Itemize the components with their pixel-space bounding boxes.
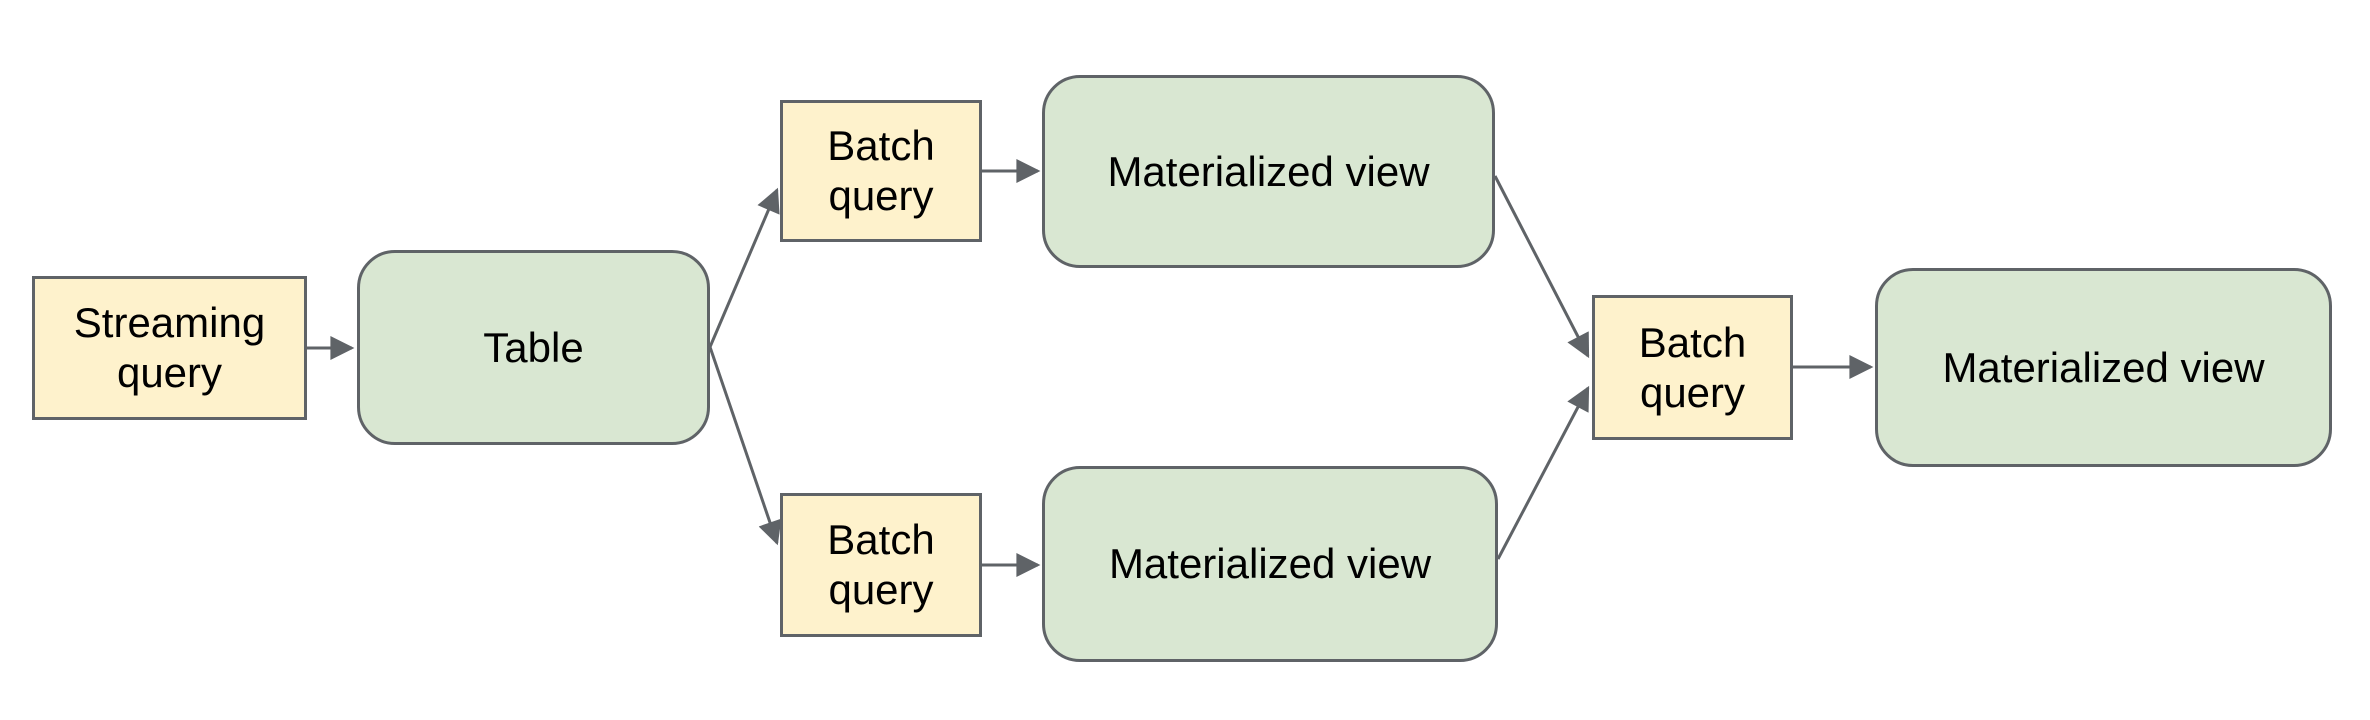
batch-query-bottom-label: Batch query (827, 516, 935, 613)
arrow-table-to-batch-query-top (708, 187, 780, 348)
arrow-table-to-batch-query-bottom (708, 346, 782, 546)
node-table: Table (357, 250, 710, 445)
node-batch-query-bottom: Batch query (780, 493, 982, 637)
node-batch-query-right: Batch query (1592, 295, 1793, 440)
node-materialized-view-right: Materialized view (1875, 268, 2332, 467)
batch-query-right-label: Batch query (1638, 318, 1747, 416)
materialized-view-bottom-label: Materialized view (1108, 540, 1432, 588)
arrow-materialized-view-top-to-batch-query-right (1493, 175, 1590, 359)
node-streaming-query: Streaming query (32, 276, 307, 420)
arrow-materialized-view-bottom-to-batch-query-right (1496, 385, 1590, 560)
streaming-query-label: Streaming query (73, 299, 266, 396)
node-batch-query-top: Batch query (780, 100, 982, 242)
node-materialized-view-bottom: Materialized view (1042, 466, 1498, 662)
materialized-view-top-label: Materialized view (1107, 147, 1430, 195)
table-label: Table (483, 323, 584, 371)
node-materialized-view-top: Materialized view (1042, 75, 1495, 268)
batch-query-top-label: Batch query (827, 122, 935, 219)
materialized-view-right-label: Materialized view (1942, 343, 2265, 391)
